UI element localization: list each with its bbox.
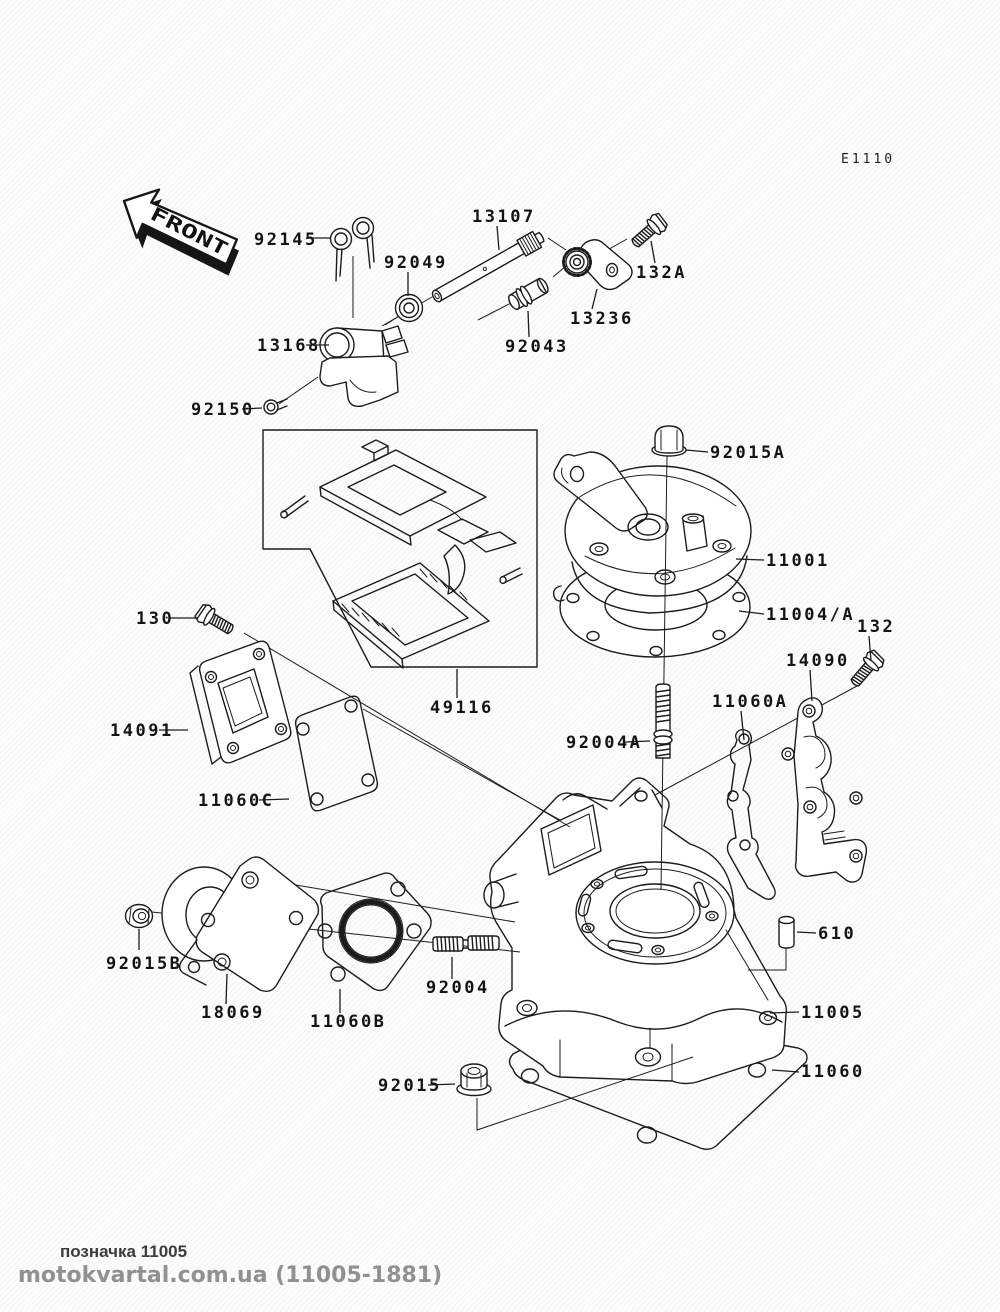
leader-132: [868, 635, 872, 662]
part-11060B-intake-gasket: [317, 872, 432, 992]
leader-92015A: [685, 449, 709, 453]
part-11060A-cover-gasket: [726, 728, 776, 900]
part-label-11004A: 11004/A: [766, 605, 855, 625]
part-92145-springs: [329, 216, 375, 282]
leader-lines: [138, 225, 872, 1086]
part-92049-bearing: [394, 293, 424, 323]
part-label-92004A: 92004A: [566, 733, 642, 753]
part-label-11005: 11005: [801, 1003, 865, 1023]
part-14091-reed-cover: [189, 640, 292, 765]
part-92004A-stud: [653, 683, 673, 759]
part-label-13107: 13107: [472, 207, 536, 227]
part-92015-flange-nut: [456, 1063, 492, 1097]
part-92043-sleeve: [508, 277, 549, 310]
leader-13107: [496, 225, 500, 251]
leader-11005: [769, 1011, 800, 1014]
part-labels: 92145 92049 13107 132A 13236 92043 13168…: [106, 207, 895, 1096]
part-label-92049: 92049: [384, 253, 448, 273]
part-92015A-cap-nut: [651, 425, 687, 457]
watermark-line2: motokvartal.com.ua (11005-1881): [18, 1263, 443, 1288]
part-label-11060: 11060: [801, 1062, 865, 1082]
part-label-92145: 92145: [254, 230, 318, 250]
part-label-92015A: 92015A: [710, 443, 786, 463]
part-label-610: 610: [818, 924, 856, 944]
leader-11001: [735, 558, 765, 561]
leader-11060C: [258, 798, 290, 801]
leader-13236: [591, 288, 598, 310]
part-label-13236: 13236: [570, 309, 634, 329]
part-label-49116: 49116: [430, 698, 494, 718]
diagram-code: E1110: [841, 152, 895, 167]
part-label-14091: 14091: [110, 721, 174, 741]
part-11005-cylinder: [483, 777, 788, 1085]
part-label-92004: 92004: [426, 978, 490, 998]
part-label-132A: 132A: [636, 263, 687, 283]
part-label-11001: 11001: [766, 551, 830, 571]
part-92004-stud: [432, 935, 500, 952]
leader-11060A: [740, 710, 745, 741]
part-label-13168: 13168: [257, 336, 321, 356]
part-label-132: 132: [857, 617, 895, 637]
part-13236-governor-gear: [562, 239, 633, 291]
part-label-92150: 92150: [191, 400, 255, 420]
part-610-dowel-pin: [778, 915, 795, 949]
part-13107-shaft: [431, 230, 545, 303]
part-label-11060B: 11060B: [310, 1012, 386, 1032]
part-label-11060C: 11060C: [198, 791, 274, 811]
part-label-130: 130: [136, 609, 174, 629]
leader-11004A: [738, 610, 765, 615]
watermark-line1: позначка 11005: [60, 1242, 188, 1261]
leader-92150: [241, 407, 263, 410]
part-11001-cylinder-head: [553, 451, 752, 614]
part-label-92015: 92015: [378, 1076, 442, 1096]
part-130-bolt: [192, 601, 238, 640]
leader-14090: [809, 669, 813, 702]
part-label-18069: 18069: [201, 1003, 265, 1023]
part-label-92015B: 92015B: [106, 954, 182, 974]
part-49116-reed-valve-assembly: [262, 429, 538, 669]
front-direction-arrow: FRONT: [122, 188, 240, 276]
leader-92004A: [624, 740, 651, 743]
part-13168-holder: [319, 325, 409, 408]
part-label-14090: 14090: [786, 651, 850, 671]
leader-610: [796, 931, 817, 934]
leader-11060: [771, 1069, 800, 1073]
leader-18069: [225, 973, 228, 1005]
part-14090-cover: [781, 697, 868, 883]
leader-132A: [650, 240, 656, 264]
part-18069-intake-holder: [161, 856, 320, 993]
part-label-92043: 92043: [505, 337, 569, 357]
leader-92043: [527, 310, 530, 338]
part-label-11060A: 11060A: [712, 692, 788, 712]
part-132A-bolt: [626, 210, 671, 253]
part-92015B-plug: [124, 903, 154, 929]
part-11060C-reed-gasket: [294, 695, 379, 812]
part-92150-screw: [263, 398, 288, 415]
part-132-bolt: [845, 647, 888, 692]
leader-92015: [427, 1083, 456, 1086]
